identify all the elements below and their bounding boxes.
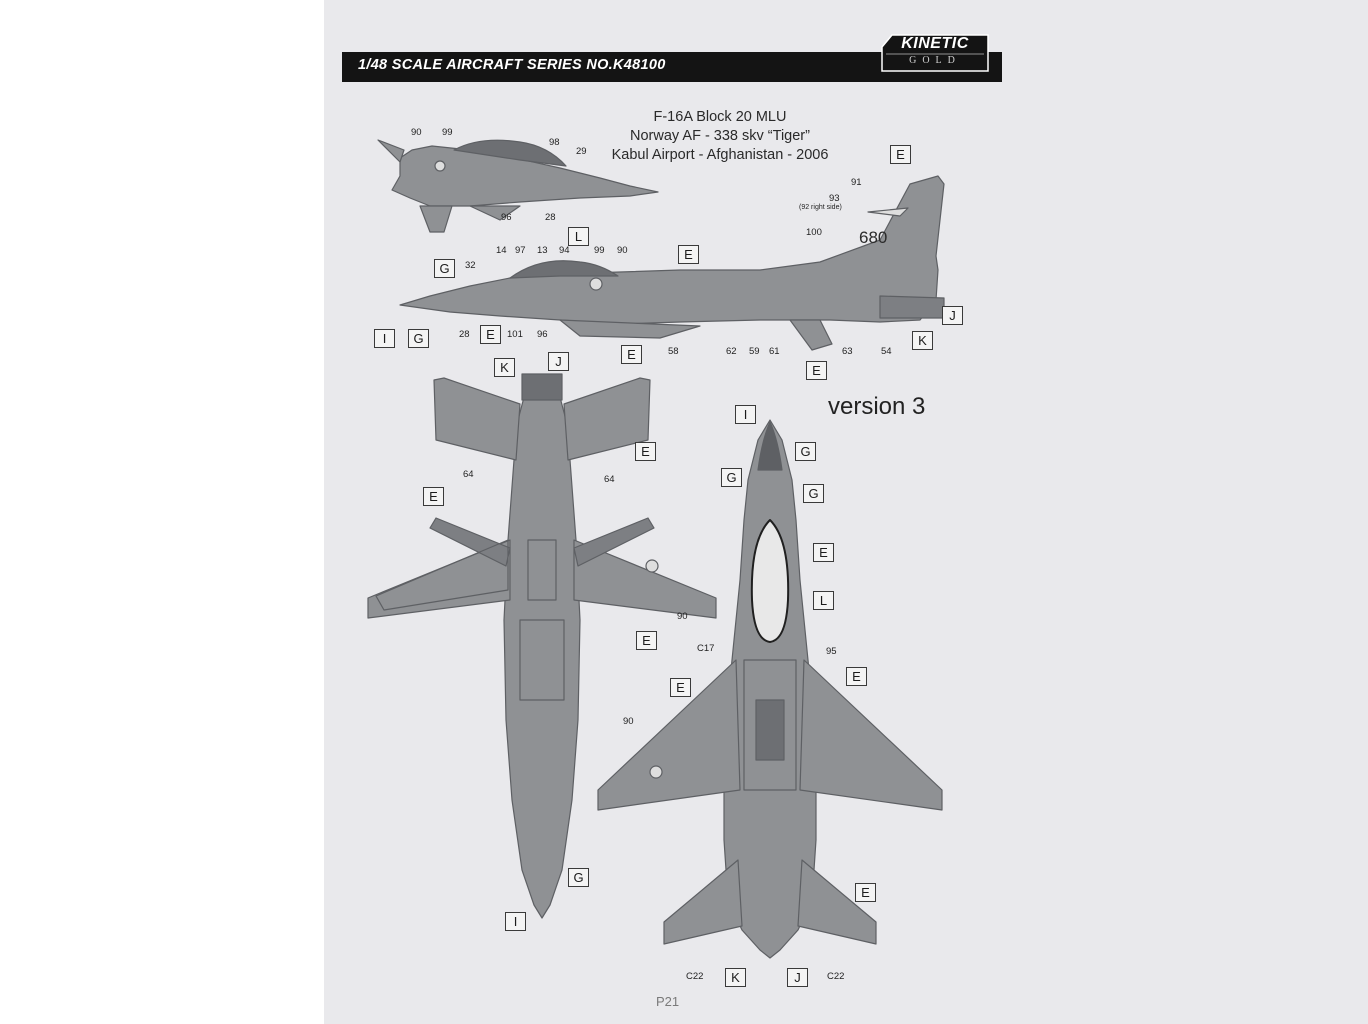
decal-number: C17 — [697, 643, 715, 654]
decal-box: G — [721, 468, 742, 487]
decal-box: L — [568, 227, 589, 246]
decal-box: G — [803, 484, 824, 503]
decal-number: 58 — [668, 346, 679, 357]
decal-box: L — [813, 591, 834, 610]
decal-number: 90 — [677, 611, 688, 622]
decal-number: 99 — [594, 245, 605, 256]
decal-number: 32 — [465, 260, 476, 271]
caption-line-3: Kabul Airport - Afghanistan - 2006 — [611, 147, 829, 163]
tail-code: 680 — [859, 228, 888, 247]
decal-box: E — [621, 345, 642, 364]
kinetic-logo — [881, 34, 989, 72]
decal-number: 29 — [576, 146, 587, 157]
decal-number: C22 — [827, 971, 845, 982]
decal-number: C22 — [686, 971, 704, 982]
page-number: P21 — [656, 994, 680, 1009]
decal-box: I — [735, 405, 756, 424]
decal-number: 90 — [617, 245, 628, 256]
decal-number: 63 — [842, 346, 853, 357]
decal-box: E — [813, 543, 834, 562]
decal-box: I — [505, 912, 526, 931]
decal-number: 93 — [829, 193, 840, 204]
decal-box: G — [408, 329, 429, 348]
underside-view — [367, 373, 717, 919]
decal-number: 28 — [459, 329, 470, 340]
decal-number: 99 — [442, 127, 453, 138]
decal-box: E — [855, 883, 876, 902]
version-label: version 3 — [828, 393, 926, 420]
decal-number: 90 — [623, 716, 634, 727]
decal-box: E — [890, 145, 911, 164]
decal-number: 61 — [769, 346, 780, 357]
decal-number: 59 — [749, 346, 760, 357]
decal-box: E — [635, 442, 656, 461]
small-side-profile — [377, 139, 659, 233]
decal-number: 97 — [515, 245, 526, 256]
decal-box: J — [548, 352, 569, 371]
decal-number: 13 — [537, 245, 548, 256]
side-note: (92 right side) — [799, 204, 842, 211]
decal-number: 90 — [411, 127, 422, 138]
decal-box: E — [670, 678, 691, 697]
logo-sub-text: GOLD — [909, 55, 961, 66]
decal-number: 95 — [826, 646, 837, 657]
decal-box: K — [912, 331, 933, 350]
decal-box: K — [494, 358, 515, 377]
large-side-profile — [399, 175, 945, 351]
decal-box: G — [434, 259, 455, 278]
decal-number: 96 — [501, 212, 512, 223]
series-title: 1/48 SCALE AIRCRAFT SERIES NO.K48100 — [358, 57, 666, 73]
caption-line-2: Norway AF - 338 skv “Tiger” — [630, 128, 810, 144]
decal-number: 94 — [559, 245, 570, 256]
decal-number: 91 — [851, 177, 862, 188]
decal-box: I — [374, 329, 395, 348]
decal-box: J — [787, 968, 808, 987]
decal-number: 100 — [806, 227, 822, 238]
decal-box: E — [678, 245, 699, 264]
caption-line-1: F-16A Block 20 MLU — [653, 109, 787, 125]
top-view — [597, 419, 943, 959]
decal-number: 54 — [881, 346, 892, 357]
decal-box: K — [725, 968, 746, 987]
decal-box: E — [480, 325, 501, 344]
decal-box: E — [806, 361, 827, 380]
decal-number: 101 — [507, 329, 523, 340]
decal-number: 96 — [537, 329, 548, 340]
decal-number: 64 — [463, 469, 474, 480]
decal-box: E — [423, 487, 444, 506]
decal-box: G — [795, 442, 816, 461]
decal-box: E — [636, 631, 657, 650]
decal-number: 64 — [604, 474, 615, 485]
logo-brand-text: KINETIC — [901, 35, 969, 52]
decal-box: E — [846, 667, 867, 686]
decal-number: 28 — [545, 212, 556, 223]
decal-box: G — [568, 868, 589, 887]
decal-number: 98 — [549, 137, 560, 148]
decal-box: J — [942, 306, 963, 325]
decal-number: 62 — [726, 346, 737, 357]
decal-number: 14 — [496, 245, 507, 256]
